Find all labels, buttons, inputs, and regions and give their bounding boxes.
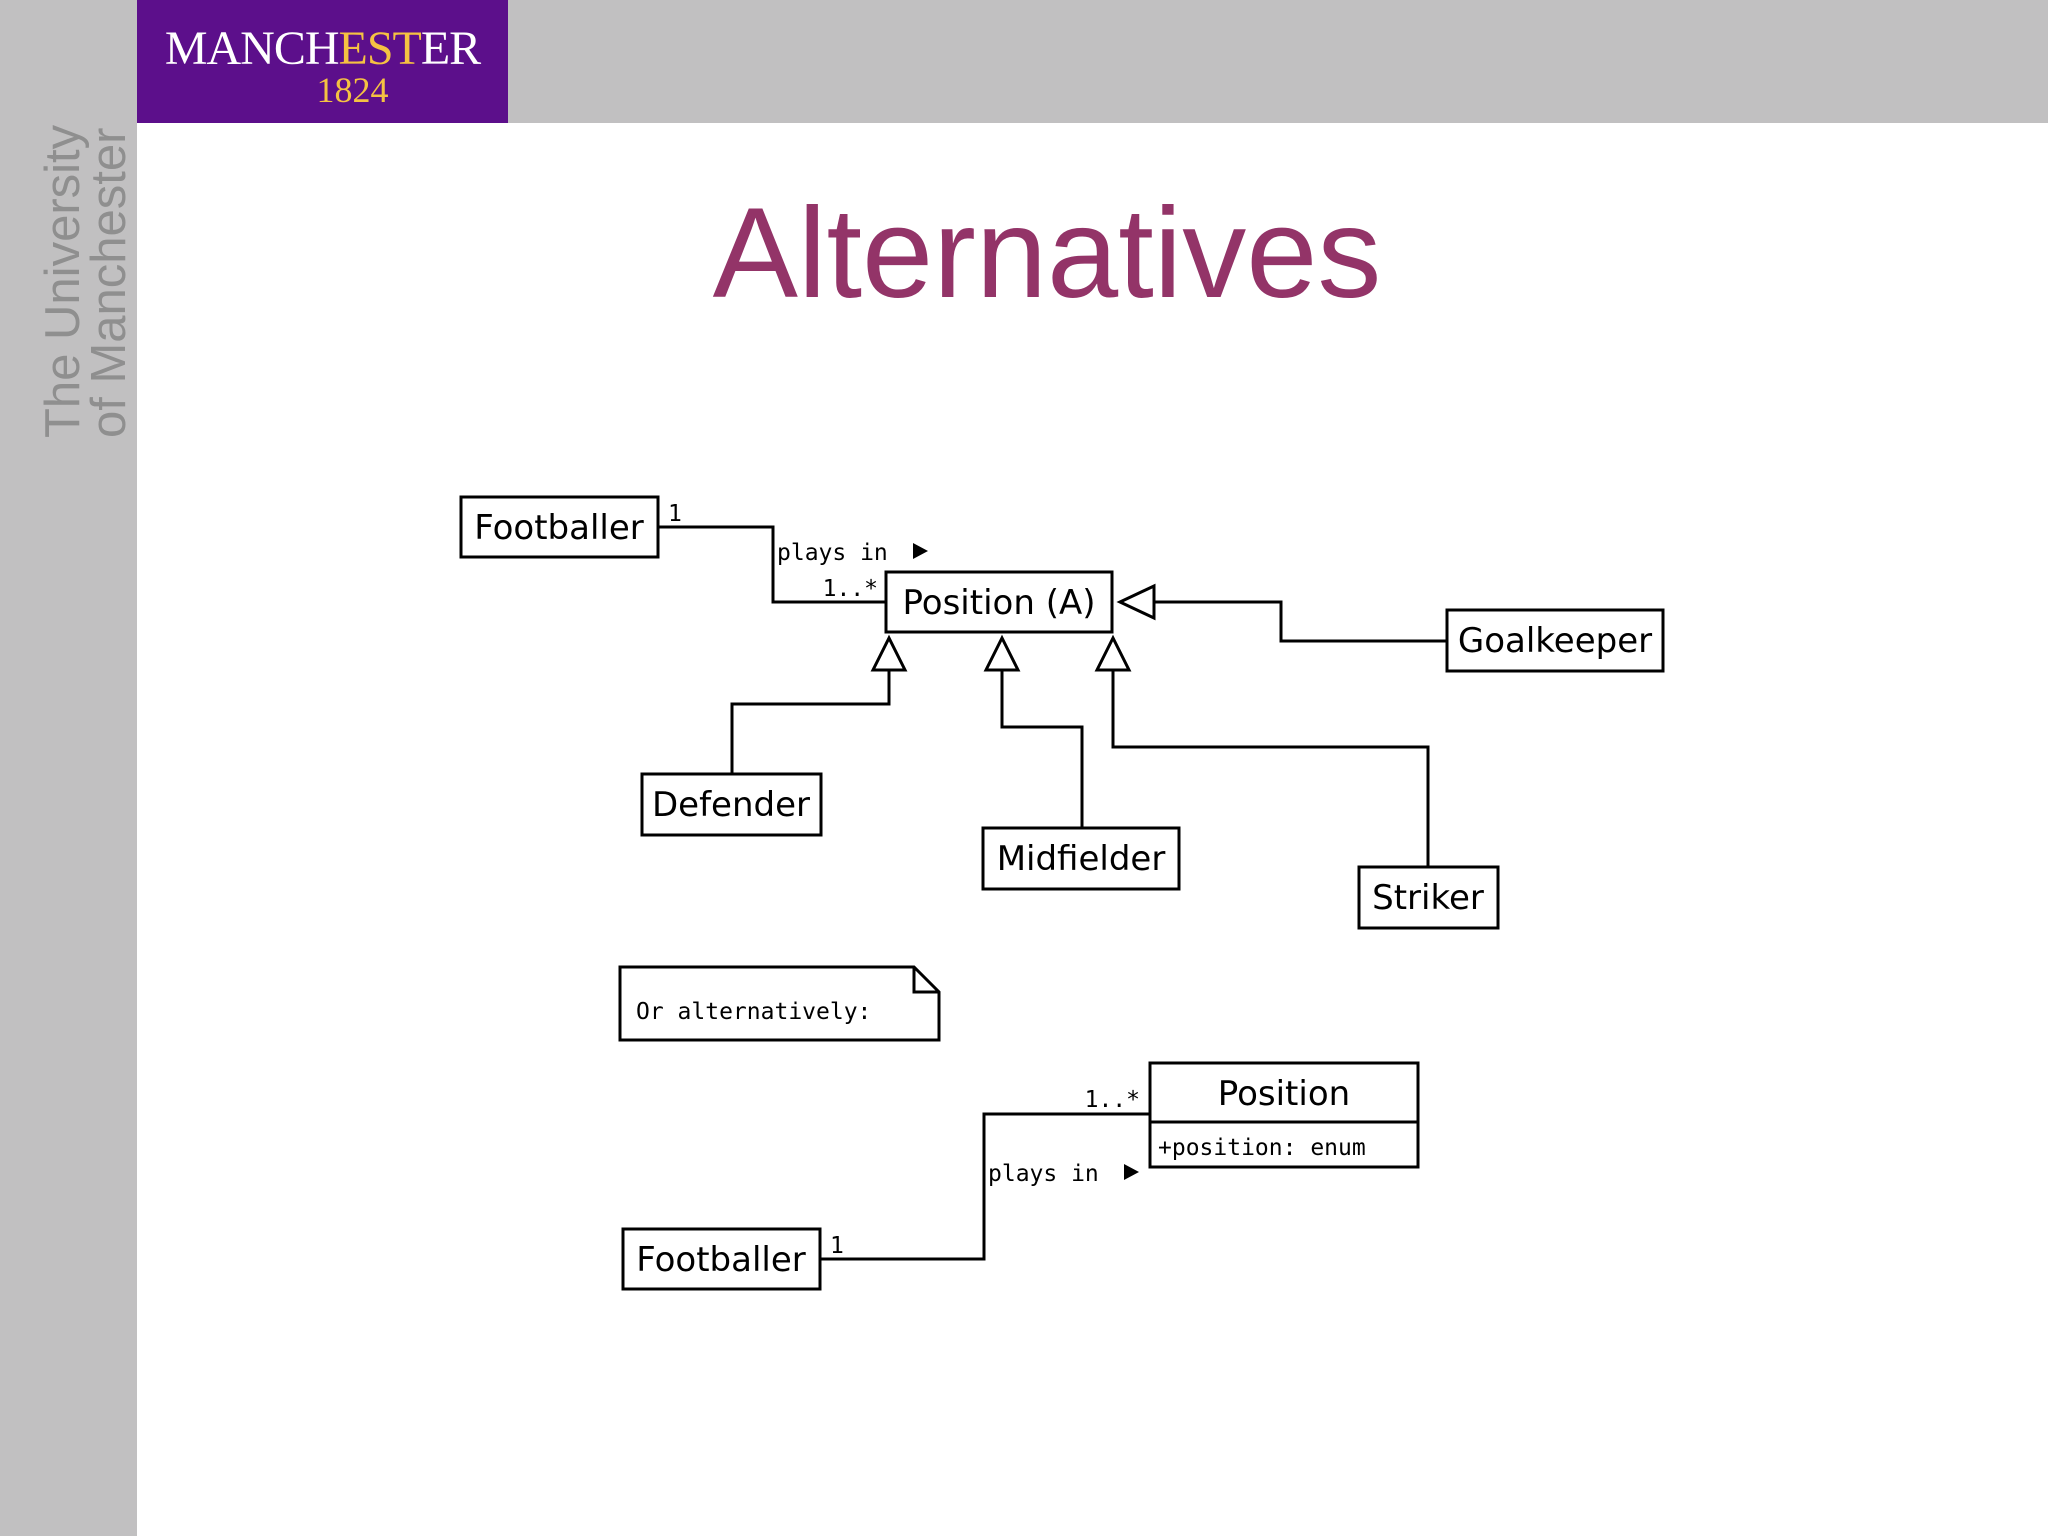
class-defender-label: Defender [652, 785, 810, 825]
association-line [820, 1112, 1150, 1261]
generalization-goalkeeper [1152, 600, 1447, 643]
inheritance-arrow-icon [983, 634, 1021, 672]
note: Or alternatively: [618, 965, 941, 1042]
university-logo: MANCHESTER 1824 [137, 0, 508, 123]
association-label: plays in [988, 1161, 1099, 1187]
multiplicity-one: 1 [830, 1233, 844, 1259]
class-position [1148, 1061, 1420, 1169]
generalization-striker [1111, 670, 1430, 866]
direction-arrow-icon [1124, 1164, 1139, 1180]
diagram-1: Footballer 1 plays in 1..* Position (A) … [459, 495, 1665, 930]
class-striker [1357, 865, 1500, 930]
direction-arrow-icon [913, 543, 928, 559]
inheritance-arrow-icon [1094, 634, 1132, 672]
sidebar-strip [0, 0, 137, 1536]
class-midfielder [981, 826, 1181, 891]
association-label: plays in [777, 540, 888, 566]
inheritance-arrow-icon [1116, 583, 1156, 621]
slide-title: Alternatives [712, 182, 1382, 325]
class-footballer [459, 495, 660, 559]
association-line [658, 525, 886, 604]
logo-year: 1824 [316, 70, 389, 110]
class-goalkeeper-label: Goalkeeper [1458, 621, 1652, 661]
class-position-label: Position (A) [903, 583, 1096, 623]
note-shape [618, 965, 941, 1042]
class-midfielder-label: Midfielder [997, 839, 1166, 879]
inheritance-arrow-icon [870, 634, 908, 672]
multiplicity-many: 1..* [1085, 1087, 1140, 1113]
generalization-midfielder [1000, 670, 1084, 827]
note-text: Or alternatively: [636, 999, 871, 1025]
diagram-2: Position +position: enum 1..* plays in F… [621, 1061, 1420, 1291]
generalization-defender [730, 670, 891, 773]
class-goalkeeper [1445, 608, 1665, 673]
logo-wordmark: MANCHESTER [164, 22, 481, 75]
note-fold [912, 967, 939, 994]
class-position-label: Position [1218, 1074, 1350, 1114]
class-striker-label: Striker [1372, 878, 1484, 918]
multiplicity-one: 1 [668, 501, 682, 527]
class-footballer-label: Footballer [474, 508, 644, 548]
multiplicity-many: 1..* [823, 576, 878, 602]
class-defender [640, 772, 823, 837]
class-footballer-label: Footballer [636, 1240, 806, 1280]
class-position-abstract [884, 570, 1114, 634]
class-position-attribute: +position: enum [1158, 1135, 1366, 1161]
class-footballer [621, 1227, 822, 1291]
